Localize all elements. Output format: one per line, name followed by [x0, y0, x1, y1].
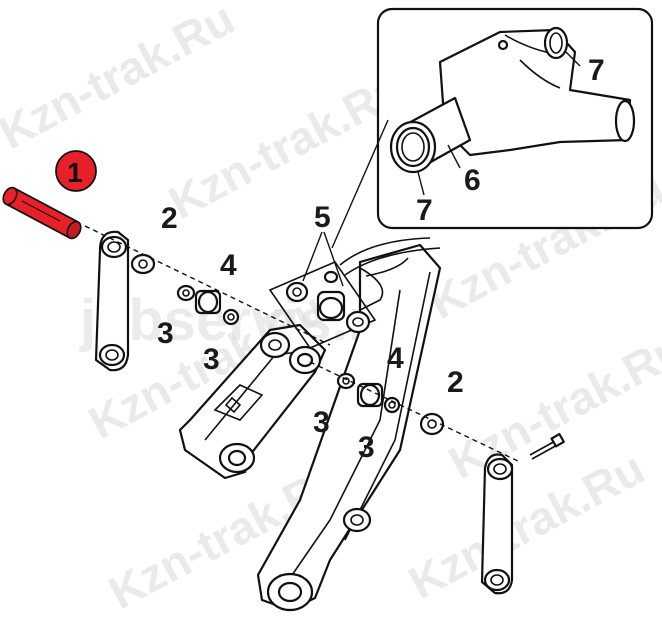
left-link-plate [94, 230, 130, 372]
pin-part-highlight[interactable] [0, 185, 83, 241]
watermark-text: Kzn-trak.Ru [160, 62, 412, 229]
callout-4-bottom: 4 [387, 342, 404, 375]
callout-6: 6 [464, 164, 481, 197]
center-pin-assembly [268, 261, 377, 349]
grease-fitting-bolt [529, 432, 565, 460]
right-link-plate [480, 453, 514, 595]
callout-5-leaders [302, 231, 344, 287]
left-hardware-chain [130, 253, 240, 326]
callout-7-right: 7 [588, 54, 605, 87]
callout-3-a: 3 [157, 317, 174, 350]
watermark-text: Kzn-trak.Ru [0, 0, 243, 159]
assembly-axis-lines [84, 225, 521, 463]
right-hardware-chain [336, 372, 445, 436]
callout-2-bottom: 2 [447, 366, 464, 399]
callout-1-badge[interactable] [55, 150, 97, 192]
detail-inset [331, 7, 654, 249]
callout-labels: 1 2 2 3 3 3 3 4 4 5 6 7 7 [55, 54, 605, 464]
callout-3-c: 3 [313, 406, 330, 439]
watermark-text: Kzn-trak.Ru [400, 442, 652, 609]
callout-3-b: 3 [203, 343, 220, 376]
callout-7-left: 7 [416, 194, 433, 227]
link-bracket [178, 323, 327, 480]
callout-5: 5 [314, 201, 331, 234]
hydraulic-pipe [339, 237, 441, 311]
boom-arm [256, 243, 442, 612]
callout-2-top: 2 [161, 202, 178, 235]
callout-4-top: 4 [220, 249, 237, 282]
callout-1: 1 [67, 157, 83, 188]
callout-3-d: 3 [358, 431, 375, 464]
